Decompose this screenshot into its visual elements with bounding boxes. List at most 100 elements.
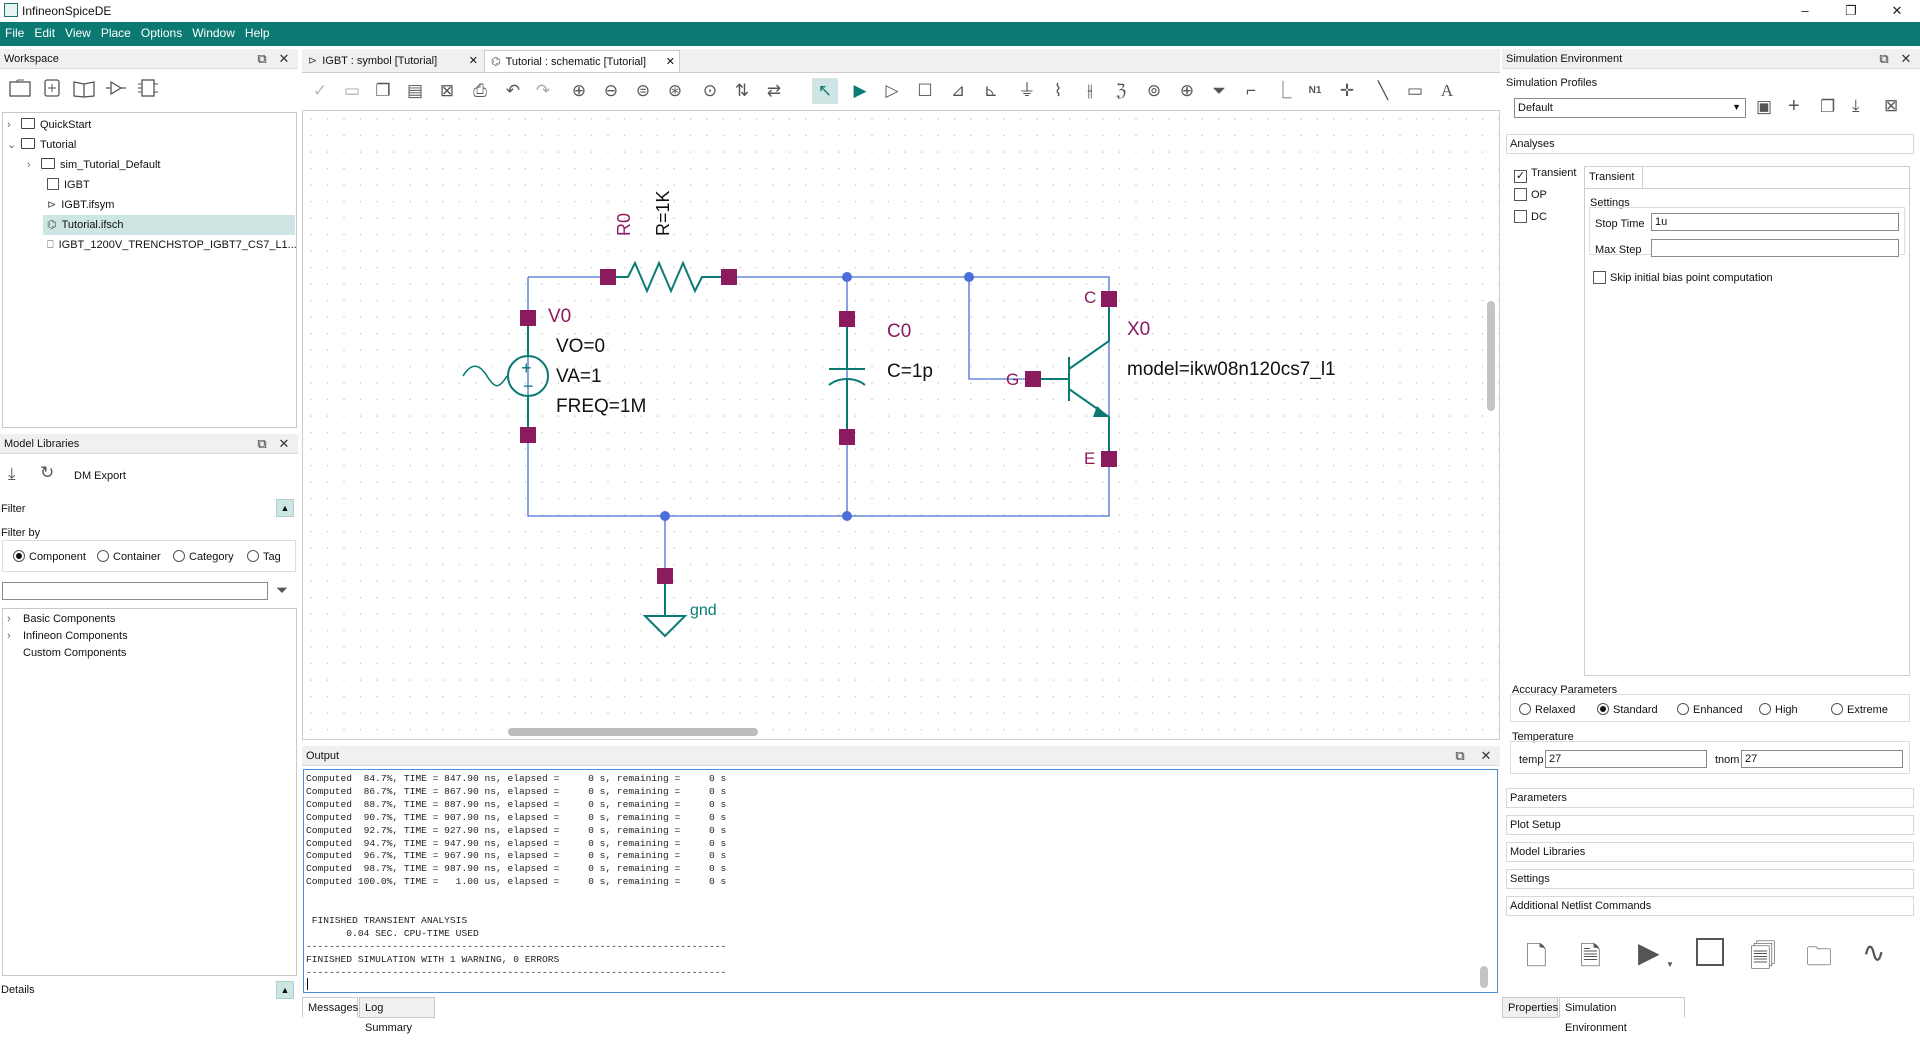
- close-tab-icon[interactable]: ✕: [468, 55, 478, 67]
- igbt-x0[interactable]: C G E X0 model=ikw08n120cs7_l1: [1006, 288, 1336, 468]
- port-icon[interactable]: ⌐: [1246, 81, 1256, 100]
- maximize-button[interactable]: ❐: [1845, 3, 1857, 18]
- capacitor-c0[interactable]: C0 C=1p: [828, 311, 933, 445]
- accuracy-high[interactable]: High: [1759, 703, 1798, 716]
- capacitor-icon[interactable]: ⫲: [1087, 81, 1093, 100]
- tab-messages[interactable]: Messages: [302, 997, 358, 1018]
- section-plot-setup[interactable]: Plot Setup: [1506, 815, 1914, 835]
- tree-item-igbt[interactable]: IGBT: [47, 175, 90, 195]
- flip-horizontal-icon[interactable]: ⇄: [766, 81, 782, 100]
- select-pointer-icon[interactable]: ↖: [812, 78, 838, 104]
- filter-radio-component[interactable]: Component: [13, 550, 86, 563]
- collapse-details-button[interactable]: ▲: [276, 981, 294, 999]
- new-netlist-icon[interactable]: 🗋: [1526, 941, 1547, 971]
- temp-input[interactable]: 27: [1545, 750, 1707, 768]
- waveform-icon[interactable]: ∿: [1862, 937, 1886, 968]
- tree-item-igbt-symbol[interactable]: ⊳IGBT.ifsym: [47, 199, 115, 211]
- stop-icon[interactable]: [1696, 938, 1724, 966]
- accuracy-standard[interactable]: Standard: [1597, 703, 1658, 716]
- inductor-icon[interactable]: ℨ: [1115, 81, 1127, 100]
- chevron-right-icon[interactable]: ›: [7, 119, 11, 131]
- undock-icon[interactable]: ⧉: [1879, 51, 1889, 66]
- output-console[interactable]: [303, 769, 1498, 993]
- max-step-input[interactable]: [1651, 239, 1899, 257]
- plot-icon[interactable]: ⊿: [950, 81, 966, 100]
- schematic-canvas[interactable]: R0 R=1K + − V0 VO=0 VA=1 FREQ=1M C0 C=1p: [302, 110, 1500, 740]
- flip-vertical-icon[interactable]: ⇅: [734, 81, 750, 100]
- menu-place[interactable]: Place: [100, 26, 131, 40]
- delete-profile-icon[interactable]: ⊠: [1884, 96, 1899, 115]
- current-source-icon[interactable]: ⊚: [1146, 81, 1162, 100]
- undock-icon[interactable]: ⧉: [1455, 748, 1465, 763]
- filter-radio-category[interactable]: Category: [173, 550, 234, 563]
- collapse-filter-button[interactable]: ▲: [276, 499, 294, 517]
- voltage-source-icon[interactable]: ⊕: [1179, 81, 1195, 100]
- add-profile-icon[interactable]: +: [1788, 95, 1800, 117]
- close-icon[interactable]: ✕: [1480, 748, 1492, 763]
- save-icon[interactable]: ▭: [343, 81, 361, 100]
- resistor-r0[interactable]: R0 R=1K: [600, 190, 737, 294]
- menu-view[interactable]: View: [65, 26, 91, 40]
- tree-item-sim-folder[interactable]: ›sim_Tutorial_Default: [27, 155, 160, 175]
- close-tab-icon[interactable]: ✕: [665, 56, 675, 68]
- tab-transient[interactable]: Transient: [1585, 167, 1643, 188]
- library-item-infineon[interactable]: ›Infineon Components: [7, 626, 128, 646]
- menu-file[interactable]: File: [5, 26, 25, 40]
- ground-icon[interactable]: ⏚: [1018, 81, 1036, 100]
- undock-icon[interactable]: ⧉: [257, 436, 267, 451]
- redo-icon[interactable]: ↷: [535, 81, 551, 100]
- skip-bias-checkbox[interactable]: Skip initial bias point computation: [1593, 271, 1773, 284]
- library-item-custom[interactable]: Custom Components: [23, 647, 127, 659]
- junction-icon[interactable]: ✛: [1339, 81, 1355, 100]
- stop-time-input[interactable]: 1u: [1651, 213, 1899, 231]
- filter-search-input[interactable]: [2, 582, 268, 600]
- run-outline-icon[interactable]: ▷: [885, 81, 899, 100]
- delete-file-icon[interactable]: ⊠: [439, 81, 455, 100]
- library-item-basic[interactable]: ›Basic Components: [7, 609, 115, 629]
- run-icon[interactable]: ▶: [1638, 937, 1660, 968]
- tree-item-tutorial-schematic[interactable]: ⌬Tutorial.ifsch: [43, 215, 295, 235]
- close-icon[interactable]: ✕: [278, 436, 290, 451]
- close-icon[interactable]: ✕: [1900, 51, 1912, 66]
- import-profile-icon[interactable]: ⤓: [1852, 96, 1860, 115]
- dm-export-label[interactable]: DM Export: [74, 470, 126, 482]
- tab-tutorial-schematic[interactable]: ⌬Tutorial : schematic [Tutorial] ✕: [484, 50, 680, 72]
- draw-line-icon[interactable]: ╲: [1377, 81, 1389, 100]
- undock-icon[interactable]: ⧉: [257, 51, 267, 66]
- tab-log-summary[interactable]: Log Summary: [359, 997, 435, 1034]
- save-all-icon[interactable]: ❐: [375, 81, 391, 100]
- zoom-in-icon[interactable]: ⊕: [571, 81, 587, 100]
- check-icon[interactable]: ✓: [312, 81, 328, 100]
- section-additional-netlist[interactable]: Additional Netlist Commands: [1506, 896, 1914, 916]
- new-symbol-icon[interactable]: [104, 78, 128, 98]
- tree-item-quickstart[interactable]: ›QuickStart: [7, 115, 91, 135]
- minimize-button[interactable]: –: [1801, 3, 1809, 18]
- menu-window[interactable]: Window: [192, 26, 235, 40]
- vertical-scrollbar[interactable]: [1487, 301, 1495, 411]
- analysis-transient-checkbox[interactable]: ✓Transient: [1514, 167, 1577, 183]
- text-tool-icon[interactable]: A: [1440, 81, 1454, 100]
- view-netlist-icon[interactable]: 🗎: [1580, 941, 1601, 971]
- filter-funnel-icon[interactable]: ⏷: [276, 582, 289, 599]
- open-folder-icon[interactable]: 🗀: [1806, 941, 1833, 971]
- run-dropdown-icon[interactable]: ▼: [1666, 960, 1674, 969]
- chevron-right-icon[interactable]: ›: [7, 630, 11, 642]
- tree-item-library[interactable]: ⎕IGBT_1200V_TRENCHSTOP_IGBT7_CS7_L1...: [47, 239, 297, 251]
- filter-radio-tag[interactable]: Tag: [247, 550, 281, 563]
- zoom-out-icon[interactable]: ⊖: [603, 81, 619, 100]
- run-simulation-icon[interactable]: ▶: [853, 81, 867, 100]
- refresh-icon[interactable]: ↻: [40, 463, 55, 482]
- filter-radio-container[interactable]: Container: [97, 550, 161, 563]
- accuracy-extreme[interactable]: Extreme: [1831, 703, 1888, 716]
- save-profile-icon[interactable]: ▣: [1756, 97, 1773, 116]
- download-icon[interactable]: ⤓: [8, 464, 16, 483]
- new-component-icon[interactable]: [136, 78, 160, 98]
- horizontal-scrollbar[interactable]: [508, 728, 758, 736]
- menu-edit[interactable]: Edit: [34, 26, 56, 40]
- ground-symbol[interactable]: gnd: [642, 568, 717, 638]
- bus-port-icon[interactable]: ⎿: [1274, 81, 1292, 100]
- resistor-icon[interactable]: ⌇: [1053, 81, 1063, 100]
- tnom-input[interactable]: 27: [1741, 750, 1903, 768]
- analysis-op-checkbox[interactable]: OP: [1514, 188, 1547, 201]
- menu-help[interactable]: Help: [244, 26, 270, 40]
